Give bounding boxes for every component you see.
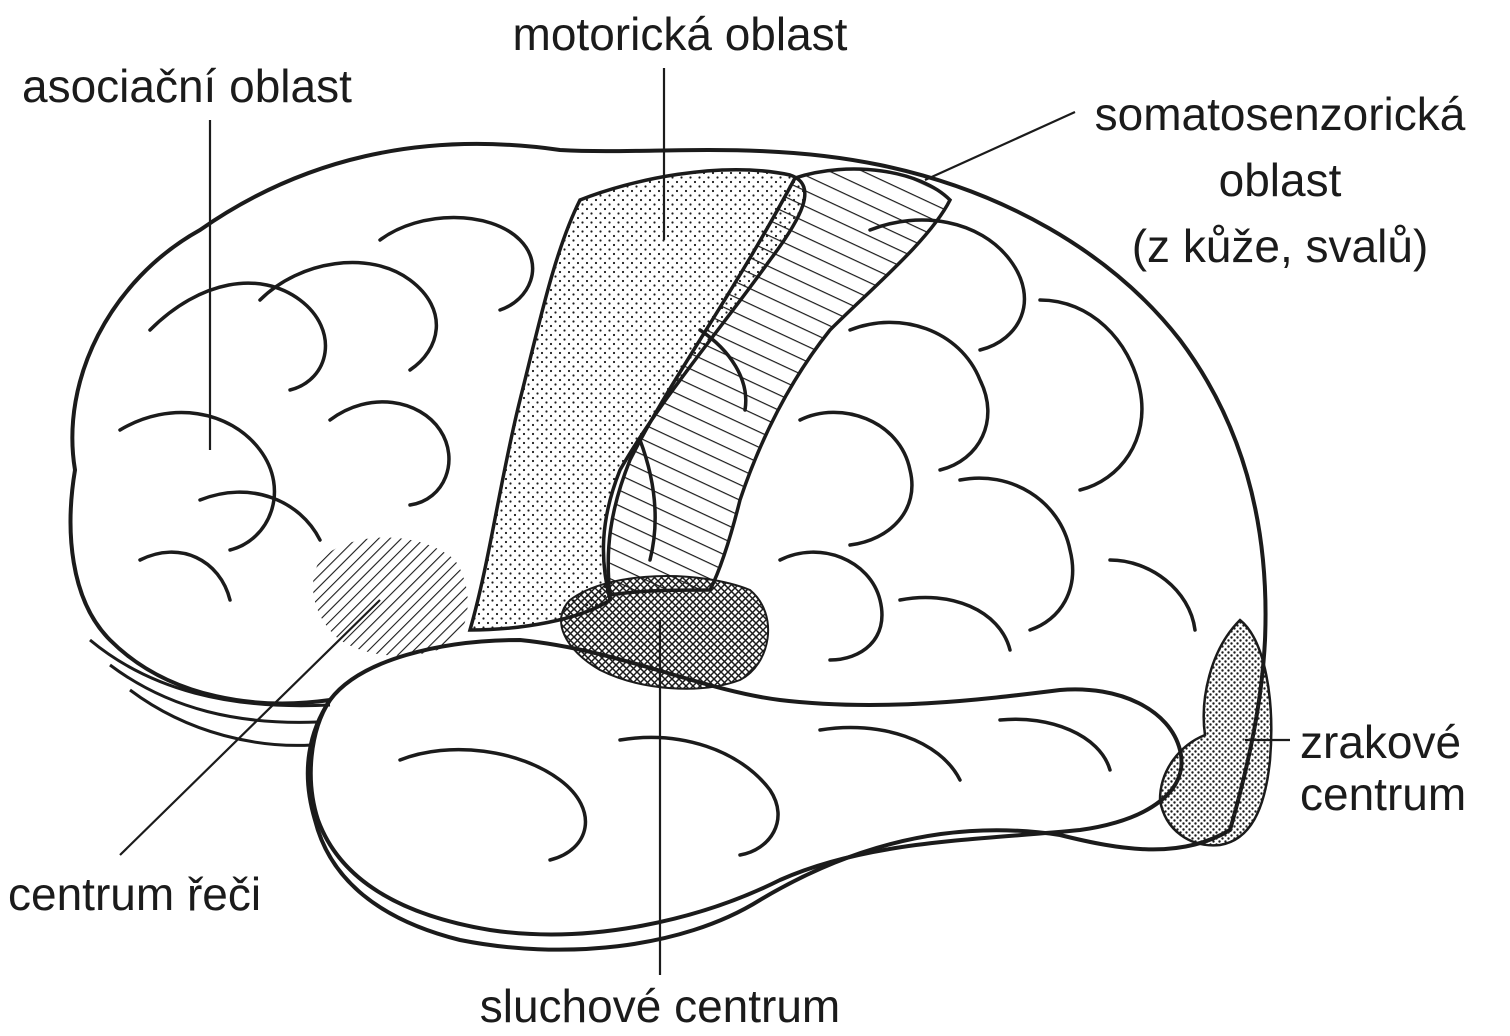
auditory-center-label: sluchové centrum [430,980,890,1032]
visual-center-label-line1: zrakové [1300,716,1461,768]
somatosensory-label-line3: (z kůže, svalů) [1070,220,1490,272]
somatosensory-label-line1: somatosenzorická [1070,88,1490,140]
motor-area-label: motorická oblast [470,8,890,60]
visual-center-label-line2: centrum [1300,768,1466,820]
association-area-label: asociační oblast [22,60,352,112]
speech-center-label: centrum řeči [8,868,261,920]
somatosensory-label-line2: oblast [1070,154,1490,206]
